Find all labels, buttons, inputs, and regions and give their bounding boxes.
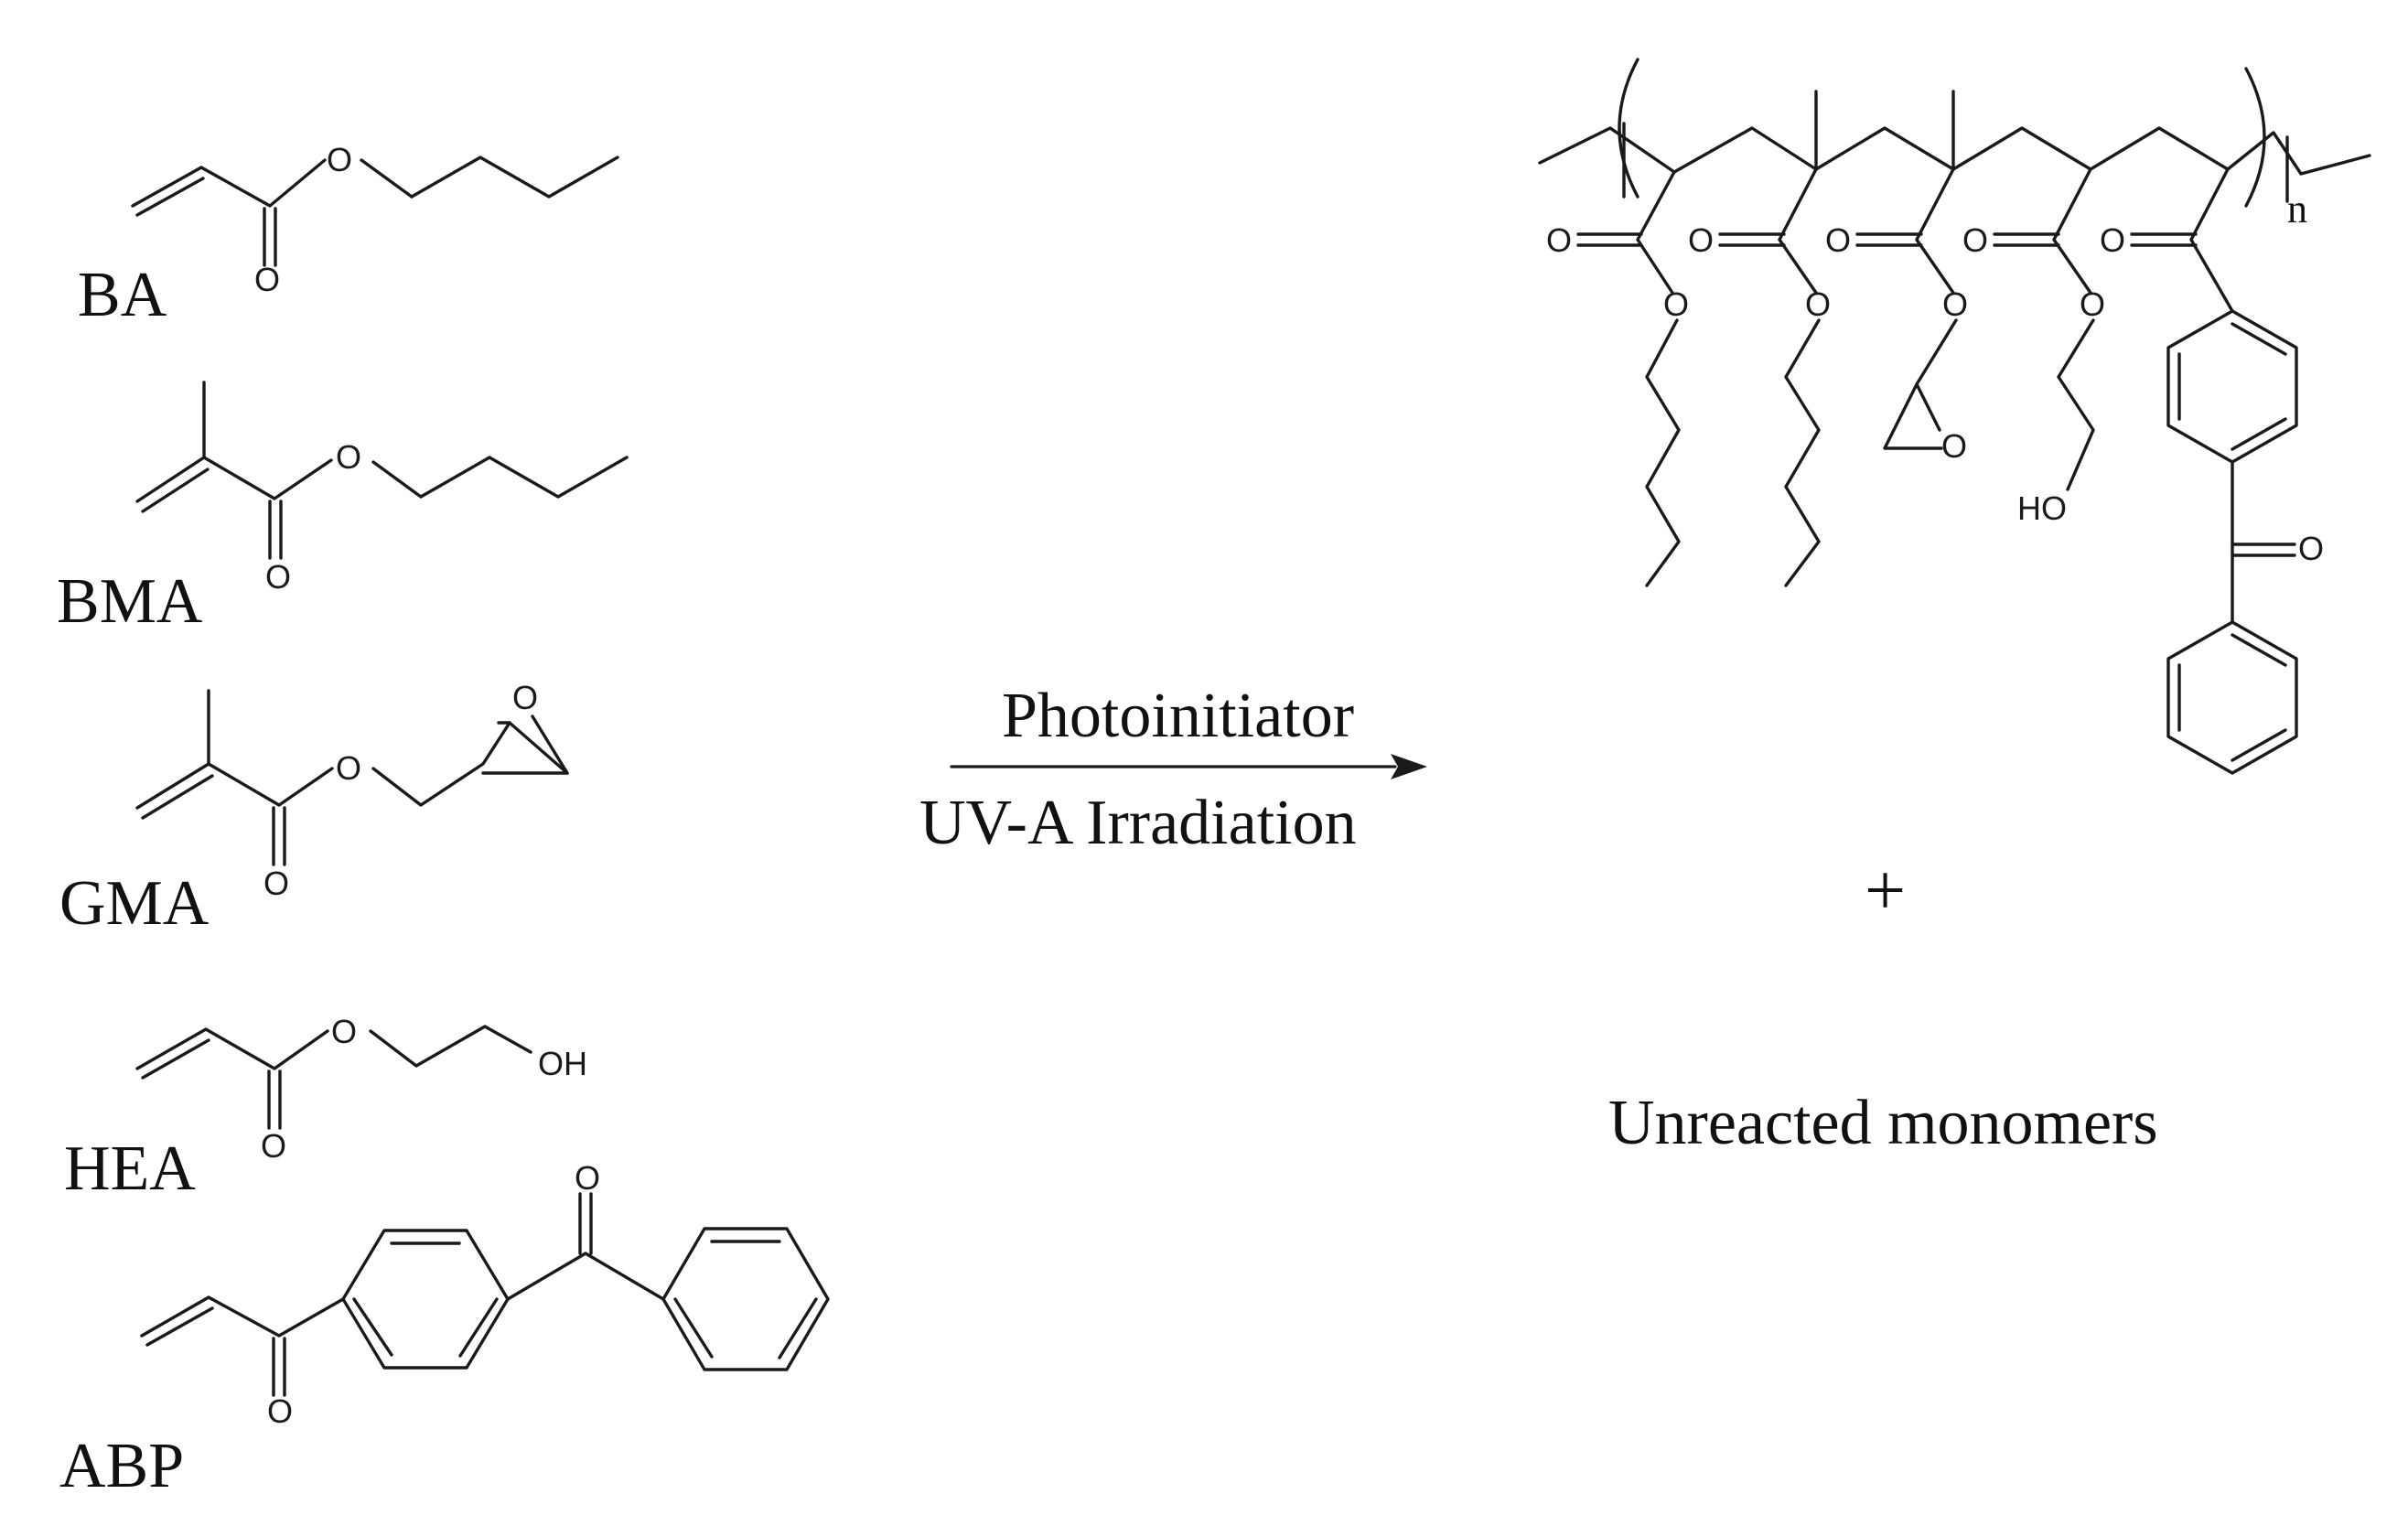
poly-o-carbonyl-5: O <box>2100 221 2125 259</box>
gma-epoxide-o: O <box>512 679 538 716</box>
hea-label: HEA <box>64 1134 196 1204</box>
arrow-condition-top: Photoinitiator <box>1002 681 1354 751</box>
polymer-structure: O O O O O O O O O HO O O <box>1538 58 2371 775</box>
poly-o-ester-2: O <box>1805 285 1831 323</box>
bma-structure: O O <box>135 381 629 596</box>
gma-ester-o: O <box>336 749 361 787</box>
hea-structure: O O OH <box>135 1013 587 1165</box>
poly-o-carbonyl-3: O <box>1825 221 1851 259</box>
poly-o-carbonyl-4: O <box>1962 221 1988 259</box>
abp-carbonyl-o-top: O <box>575 1159 600 1197</box>
bma-ester-o: O <box>336 438 361 476</box>
reaction-arrow-head <box>1391 754 1427 779</box>
hea-carbonyl-o: O <box>261 1127 286 1165</box>
unreacted-monomers-label: Unreacted monomers <box>1608 1088 2158 1158</box>
arrow-condition-bottom: UV-A Irradiation <box>919 788 1357 858</box>
bma-label: BMA <box>57 566 203 637</box>
ba-label: BA <box>78 260 167 330</box>
poly-o-ester-4: O <box>2080 285 2105 323</box>
ba-carbonyl-o: O <box>254 261 280 298</box>
abp-structure: O O <box>140 1159 830 1430</box>
poly-o-ester-1: O <box>1663 285 1689 323</box>
ba-ester-o: O <box>327 141 352 178</box>
hea-hydroxyl: OH <box>538 1045 587 1082</box>
abp-label: ABP <box>59 1431 184 1501</box>
gma-label: GMA <box>59 868 210 939</box>
hea-ester-o: O <box>331 1013 357 1050</box>
poly-hydroxyl: HO <box>2017 489 2067 527</box>
left-bracket <box>1618 58 1639 199</box>
poly-o-epoxide: O <box>1941 427 1967 465</box>
plus-sign: + <box>1865 851 1906 931</box>
gma-carbonyl-o: O <box>263 865 289 902</box>
ba-structure: O O <box>131 141 619 298</box>
repeat-subscript: n <box>2287 187 2307 231</box>
poly-o-ester-3: O <box>1942 285 1968 323</box>
right-bracket <box>2244 67 2266 208</box>
gma-structure: O O O <box>135 679 569 902</box>
abp-carbonyl-o-bottom: O <box>267 1392 293 1430</box>
poly-o-benzophenone: O <box>2298 530 2324 567</box>
poly-o-carbonyl-2: O <box>1688 221 1714 259</box>
poly-o-carbonyl-1: O <box>1546 221 1572 259</box>
bma-carbonyl-o: O <box>265 558 291 596</box>
